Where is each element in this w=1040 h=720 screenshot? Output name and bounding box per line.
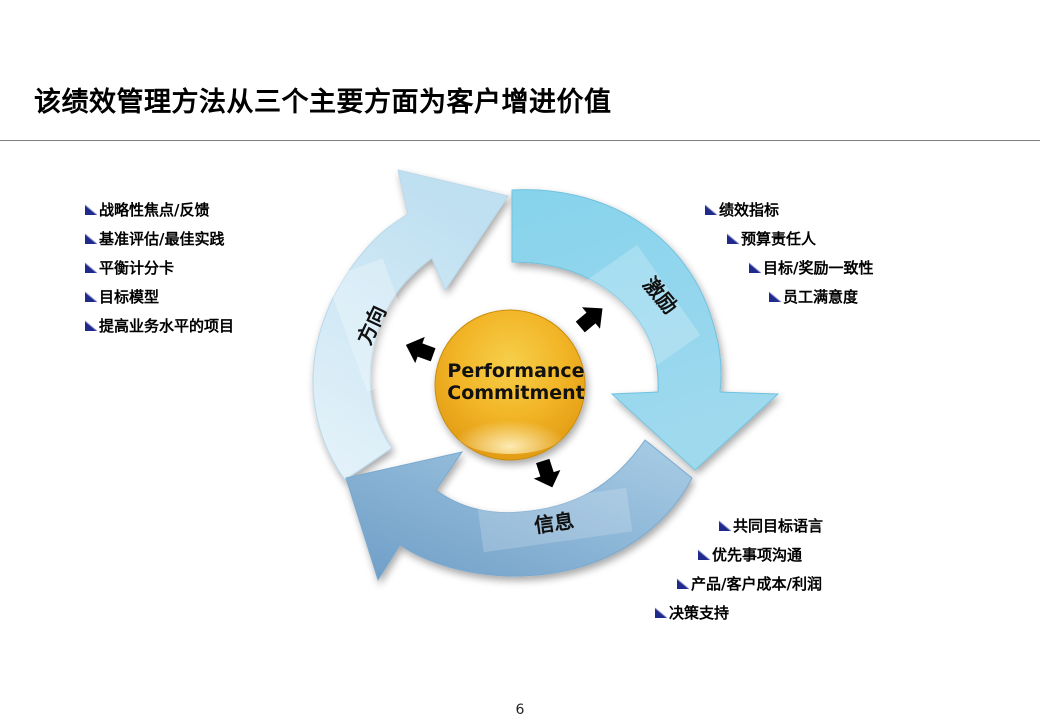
list-item: 平衡计分卡 bbox=[84, 254, 234, 283]
page-number: 6 bbox=[515, 702, 525, 718]
information-arrow bbox=[345, 439, 693, 582]
triangle-bullet-icon bbox=[84, 197, 98, 216]
center-circle-glow bbox=[452, 402, 568, 454]
list-item-text: 基准评估/最佳实践 bbox=[99, 230, 225, 248]
list-item: 目标/奖励一致性 bbox=[748, 254, 873, 283]
list-item: 基准评估/最佳实践 bbox=[84, 225, 234, 254]
list-item-text: 决策支持 bbox=[669, 604, 730, 622]
triangle-bullet-icon bbox=[84, 313, 98, 332]
list-item: 员工满意度 bbox=[768, 283, 893, 312]
list-item: 预算责任人 bbox=[726, 225, 851, 254]
list-item-text: 目标/奖励一致性 bbox=[763, 259, 874, 277]
center-line1: Performance bbox=[447, 360, 584, 382]
information-highlight bbox=[477, 487, 633, 553]
list-item-text: 优先事项沟通 bbox=[712, 546, 803, 564]
title-divider bbox=[0, 140, 1040, 141]
list-item: 绩效指标 bbox=[704, 196, 829, 225]
list-item-text: 绩效指标 bbox=[719, 201, 780, 219]
triangle-bullet-icon bbox=[84, 284, 98, 303]
center-line2: Commitment bbox=[447, 382, 584, 404]
list-item-text: 战略性焦点/反馈 bbox=[99, 201, 210, 219]
list-item-text: 员工满意度 bbox=[783, 288, 859, 306]
list-item: 提高业务水平的项目 bbox=[84, 312, 234, 341]
pointer-arrow-left-icon bbox=[405, 336, 436, 364]
triangle-bullet-icon bbox=[697, 542, 711, 561]
list-item-text: 平衡计分卡 bbox=[99, 259, 175, 277]
list-item-text: 提高业务水平的项目 bbox=[99, 317, 235, 335]
direction-list: 战略性焦点/反馈 基准评估/最佳实践 平衡计分卡 目标模型 提高业务水平的项目 bbox=[84, 196, 234, 341]
segment-label-information: 信息 bbox=[533, 508, 576, 537]
page-title: 该绩效管理方法从三个主要方面为客户增进价值 bbox=[34, 87, 612, 118]
information-list: 共同目标语言 优先事项沟通 产品/客户成本/利润 决策支持 bbox=[654, 512, 823, 628]
triangle-bullet-icon bbox=[718, 513, 732, 532]
list-item-text: 产品/客户成本/利润 bbox=[691, 575, 822, 593]
incentive-highlight bbox=[579, 244, 701, 376]
list-item: 共同目标语言 bbox=[718, 512, 864, 541]
list-item-text: 预算责任人 bbox=[741, 230, 817, 248]
list-item-text: 共同目标语言 bbox=[733, 517, 824, 535]
list-item: 优先事项沟通 bbox=[697, 541, 843, 570]
list-item: 产品/客户成本/利润 bbox=[676, 570, 822, 599]
triangle-bullet-icon bbox=[748, 255, 762, 274]
list-item: 决策支持 bbox=[654, 599, 800, 628]
pointer-arrow-down-icon bbox=[533, 458, 561, 488]
triangle-bullet-icon bbox=[726, 226, 740, 245]
list-item: 战略性焦点/反馈 bbox=[84, 196, 234, 225]
list-item: 目标模型 bbox=[84, 283, 234, 312]
triangle-bullet-icon bbox=[768, 284, 782, 303]
triangle-bullet-icon bbox=[676, 571, 690, 590]
incentive-list: 绩效指标 预算责任人 目标/奖励一致性 员工满意度 bbox=[704, 196, 873, 312]
list-item-text: 目标模型 bbox=[99, 288, 160, 306]
triangle-bullet-icon bbox=[84, 226, 98, 245]
triangle-bullet-icon bbox=[84, 255, 98, 274]
incentive-arrow bbox=[511, 189, 780, 471]
direction-arrow bbox=[312, 169, 509, 481]
triangle-bullet-icon bbox=[654, 600, 668, 619]
triangle-bullet-icon bbox=[704, 197, 718, 216]
pointer-arrow-upright-icon bbox=[575, 307, 603, 333]
direction-highlight bbox=[326, 258, 424, 392]
